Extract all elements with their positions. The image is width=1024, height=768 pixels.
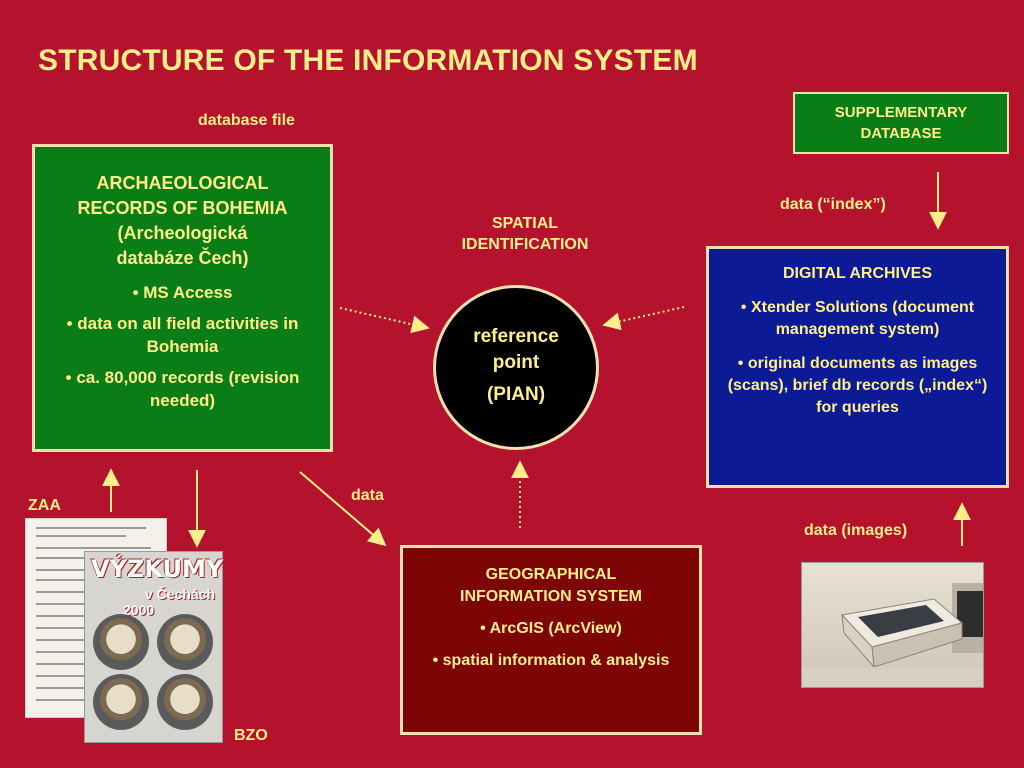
bullet-records-count: • ca. 80,000 records (revision needed) (65, 368, 300, 410)
supp-line: SUPPLEMENTARY (834, 104, 968, 121)
reference-line: reference (473, 326, 559, 347)
gis-heading: GEOGRAPHICAL INFORMATION SYSTEM (411, 564, 691, 608)
heading-line: GEOGRAPHICAL (485, 566, 617, 583)
bullet-ms-access: • MS Access (132, 283, 233, 302)
data-index-label: data (“index”) (780, 196, 886, 213)
data-label: data (351, 487, 384, 504)
magazine-subtitle: v Čechách (145, 586, 216, 602)
heading-line: (Archeologická (117, 223, 248, 243)
database-file-label: database file (198, 112, 295, 129)
data-images-label: data (images) (804, 522, 908, 539)
heading-line: RECORDS OF BOHEMIA (77, 198, 288, 218)
heading-line: INFORMATION SYSTEM (460, 588, 642, 605)
archaeological-records-heading: ARCHAEOLOGICAL RECORDS OF BOHEMIA (Arche… (43, 171, 322, 271)
digital-archives-heading: DIGITAL ARCHIVES (782, 265, 933, 282)
cover-photo (93, 674, 149, 730)
bzo-label: BZO (234, 727, 268, 744)
supplementary-database-box: SUPPLEMENTARY DATABASE (793, 92, 1009, 154)
reference-point-node: reference point (PIAN) (433, 285, 599, 450)
scanner-icon (802, 583, 983, 687)
gis-box: GEOGRAPHICAL INFORMATION SYSTEM • ArcGIS… (400, 545, 702, 735)
supp-line: DATABASE (860, 125, 942, 142)
bullet-original-documents: • original documents as images (scans), … (727, 355, 988, 416)
archaeological-records-box: ARCHAEOLOGICAL RECORDS OF BOHEMIA (Arche… (32, 144, 333, 452)
slide-title: STRUCTURE OF THE INFORMATION SYSTEM (38, 44, 698, 77)
magazine-year: 2000 (123, 602, 155, 618)
reference-line: point (492, 352, 540, 373)
bullet-xtender: • Xtender Solutions (document management… (740, 299, 975, 338)
arrow-archives-to-reference (602, 306, 685, 331)
bullet-field-activities: • data on all field activities in Bohemi… (66, 314, 299, 356)
magazine-title: VÝZKUMY (91, 555, 224, 583)
spatial-identification-label: SPATIAL IDENTIFICATION (430, 213, 620, 255)
cover-photo (157, 614, 213, 670)
digital-archives-box: DIGITAL ARCHIVES • Xtender Solutions (do… (706, 246, 1009, 488)
cover-photo (157, 674, 213, 730)
bullet-arcgis: • ArcGIS (ArcView) (480, 620, 622, 637)
arrow-archaeological-to-gis (299, 471, 387, 547)
spatial-line: SPATIAL (491, 215, 559, 232)
heading-line: ARCHAEOLOGICAL (96, 173, 269, 193)
scanner-photo (801, 562, 984, 688)
cover-photo (93, 614, 149, 670)
spatial-line: IDENTIFICATION (461, 236, 589, 253)
arrow-archaeological-to-reference (339, 307, 430, 334)
heading-line: databáze Čech) (116, 248, 249, 268)
zaa-label: ZAA (28, 497, 61, 514)
bzo-magazine-cover-image: VÝZKUMY v Čechách 2000 (84, 551, 223, 743)
bullet-spatial-analysis: • spatial information & analysis (432, 652, 670, 669)
reference-line: (PIAN) (486, 384, 546, 405)
